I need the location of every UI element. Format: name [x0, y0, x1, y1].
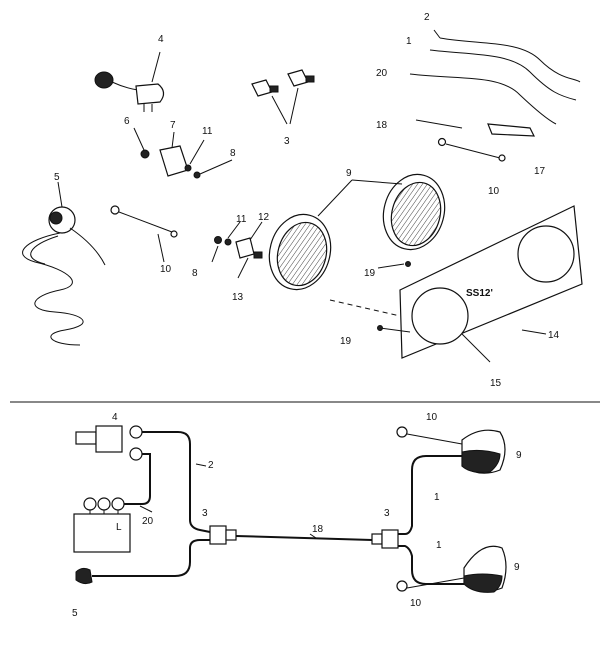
callout-9-schematic-top: 9: [516, 450, 522, 461]
connector-pair: [251, 69, 315, 125]
callout-8-mid: 8: [192, 268, 198, 279]
callout-7: 7: [170, 120, 176, 131]
callout-10-schematic-bottom: 10: [410, 598, 422, 609]
sealed-beam-front: [268, 213, 332, 291]
callout-8-top: 8: [230, 148, 236, 159]
light-panel: SS12': [399, 205, 583, 359]
callout-1-schematic-top: 1: [434, 492, 440, 503]
callout-11-top: 11: [202, 126, 213, 137]
wiring-schematic: L: [73, 425, 507, 593]
callout-2-top: 2: [424, 12, 430, 23]
jumper-wire-upper-left: [110, 205, 178, 263]
bulb-socket-coiled-wire: [22, 181, 106, 346]
callout-17: 17: [534, 166, 546, 177]
callout-14: 14: [548, 330, 560, 341]
callout-13: 13: [232, 292, 244, 303]
callout-10-schematic-top: 10: [426, 412, 438, 423]
callout-4-top: 4: [158, 34, 164, 45]
callout-4-schematic: 4: [112, 412, 118, 423]
callout-10-upper-right: 10: [488, 186, 500, 197]
callout-19-top: 19: [364, 268, 376, 279]
callout-1-schematic-bottom: 1: [436, 540, 442, 551]
panel-text: SS12': [466, 288, 493, 299]
callout-10-upper-left: 10: [160, 264, 172, 275]
switch-assembly: [94, 51, 165, 112]
callout-9-schematic-bottom: 9: [514, 562, 520, 573]
callout-1-top: 1: [406, 36, 412, 47]
mounting-bracket: [133, 127, 233, 179]
socket-hardware: [211, 221, 263, 279]
part-callouts: 2 1 20 4 3 6 7 11 8 18 10 17 5 9 11 12 1…: [54, 12, 560, 619]
callout-3-top: 3: [284, 136, 290, 147]
callout-11-mid: 11: [236, 214, 247, 225]
battery-terminal-label: L: [116, 522, 122, 533]
callout-2-schematic: 2: [208, 460, 214, 471]
callout-18-schematic: 18: [312, 524, 324, 535]
callout-5-schematic: 5: [72, 608, 78, 619]
callout-6: 6: [124, 116, 130, 127]
callout-3-schematic-right: 3: [384, 508, 390, 519]
callout-5-top: 5: [54, 172, 60, 183]
callout-15: 15: [490, 378, 502, 389]
callout-20-schematic: 20: [142, 516, 154, 527]
callout-19-bottom: 19: [340, 336, 352, 347]
harness-wires-upper-right: [409, 29, 581, 162]
callout-18-top: 18: [376, 120, 388, 131]
callout-12: 12: [258, 212, 270, 223]
sealed-beam-rear: [382, 173, 446, 251]
callout-20-top: 20: [376, 68, 388, 79]
callout-9-top: 9: [346, 168, 352, 179]
callout-3-schematic-left: 3: [202, 508, 208, 519]
